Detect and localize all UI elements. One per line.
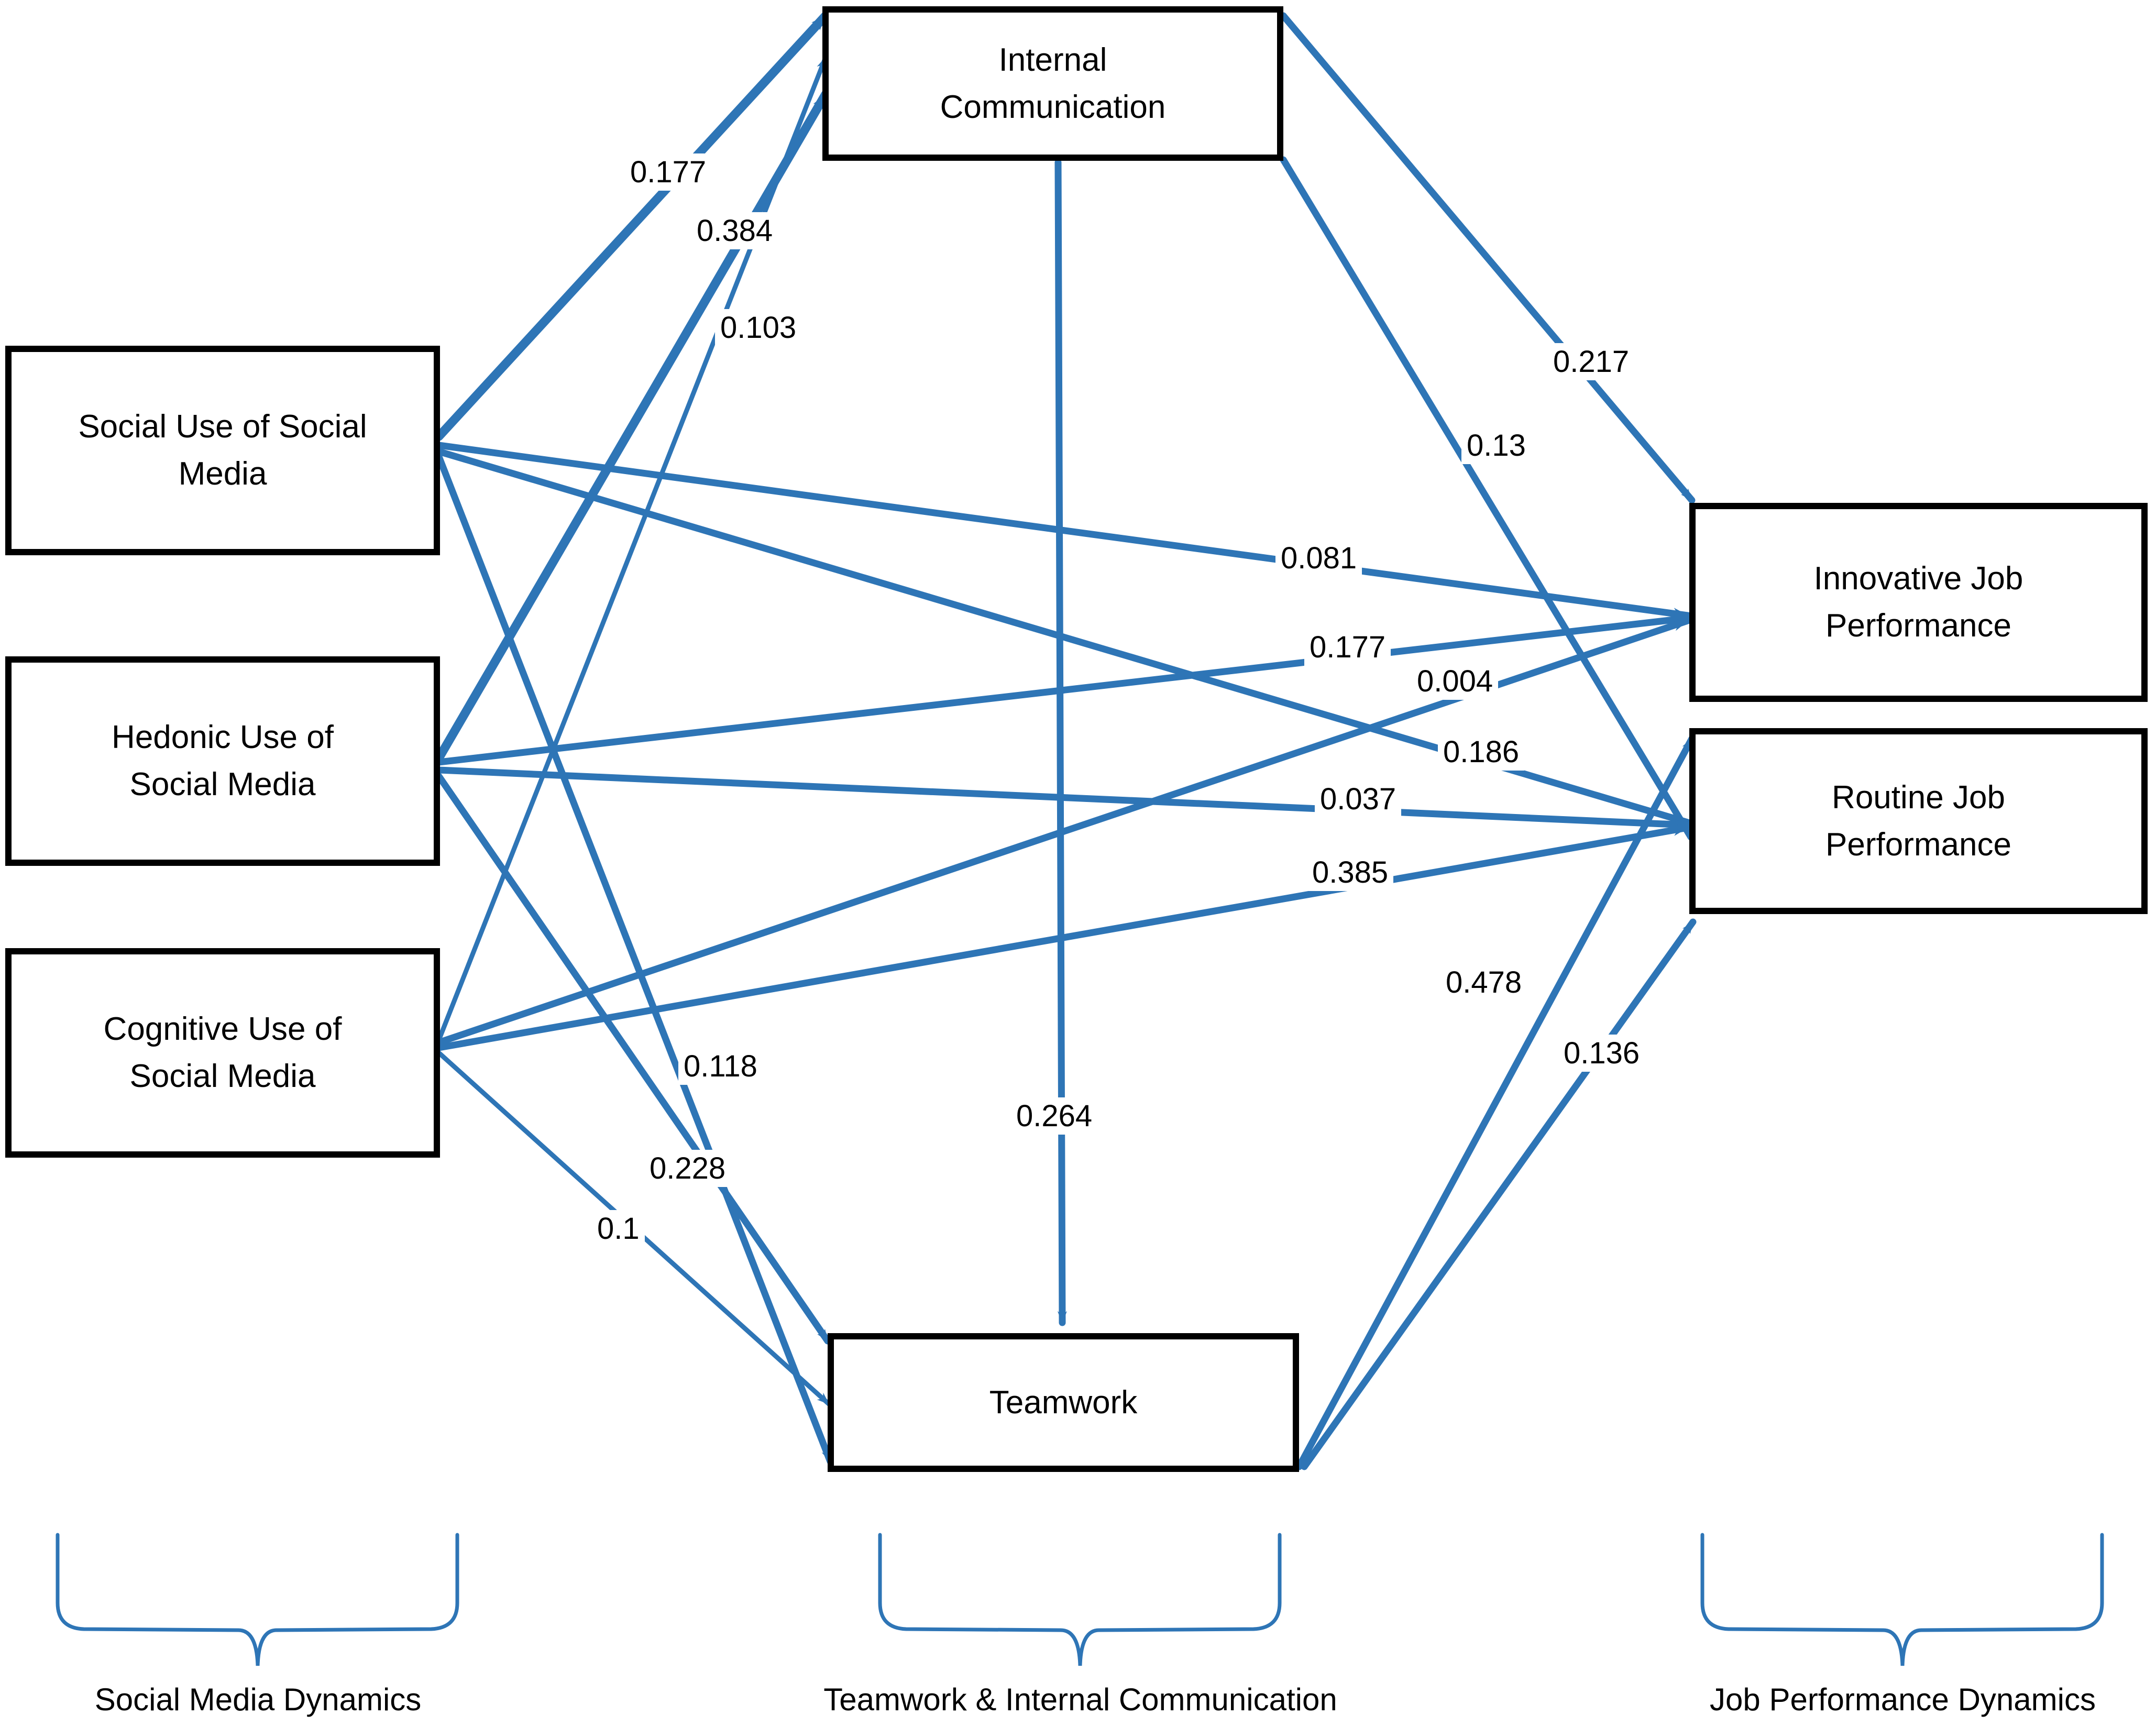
node-innovative-job-performance[interactable]: Innovative Job Performance xyxy=(1689,503,2148,702)
edge-social-to-innovative xyxy=(435,442,1691,620)
group-label-teamwork-internal-communication: Teamwork & Internal Communication xyxy=(823,1682,1337,1717)
group-label-job-performance-dynamics: Job Performance Dynamics xyxy=(1710,1682,2096,1717)
edge-teamwork-to-routine xyxy=(1301,918,1697,1470)
edge-label-hedonic-to-teamwork: 0.228 xyxy=(644,1150,731,1187)
node-internal-communication[interactable]: Internal Communication xyxy=(822,6,1283,161)
brace-job-performance-dynamics xyxy=(1700,1533,2104,1666)
edge-label-internal-communication-to-innovative: 0.217 xyxy=(1548,343,1635,380)
edge-teamwork-to-innovative xyxy=(1295,735,1696,1470)
edge-label-hedonic-to-innovative: 0.177 xyxy=(1304,629,1391,666)
edge-cognitive-to-routine xyxy=(435,824,1691,1051)
node-social-use-of-social-media[interactable]: Social Use of Social Media xyxy=(5,346,440,555)
edge-label-hedonic-to-routine: 0.037 xyxy=(1315,780,1402,818)
edge-label-social-to-innovative: 0.081 xyxy=(1275,540,1362,577)
node-routine-job-performance[interactable]: Routine Job Performance xyxy=(1689,728,2148,914)
node-teamwork[interactable]: Teamwork xyxy=(828,1333,1299,1472)
edge-social-to-teamwork xyxy=(435,453,834,1465)
brace-teamwork-internal-communication xyxy=(878,1533,1282,1666)
edge-label-teamwork-to-innovative: 0.478 xyxy=(1440,964,1527,1001)
edge-label-teamwork-to-routine: 0.136 xyxy=(1558,1035,1645,1072)
edge-internal-communication-to-routine xyxy=(1280,156,1695,841)
edge-hedonic-to-teamwork xyxy=(435,773,831,1345)
edge-hedonic-to-routine xyxy=(435,766,1691,830)
edge-label-cognitive-to-teamwork: 0.1 xyxy=(592,1210,645,1247)
edge-internal-communication-to-teamwork xyxy=(1054,159,1067,1326)
edge-label-cognitive-to-routine: 0.385 xyxy=(1307,854,1394,891)
node-label-hedonic-use: Hedonic Use of Social Media xyxy=(112,719,334,802)
node-label-innovative-job-performance: Innovative Job Performance xyxy=(1813,560,2023,644)
edge-internal-communication-to-innovative xyxy=(1280,12,1696,504)
edge-label-social-to-routine: 0.186 xyxy=(1438,733,1525,771)
edge-label-cognitive-to-innovative: 0.004 xyxy=(1412,663,1499,700)
edge-social-to-internal-communication xyxy=(434,11,830,441)
edge-label-social-to-teamwork: 0.118 xyxy=(678,1048,763,1085)
node-label-cognitive-use: Cognitive Use of Social Media xyxy=(103,1011,342,1094)
edge-label-internal-communication-to-routine: 0.13 xyxy=(1461,427,1531,464)
edge-label-hedonic-to-internal-communication: 0.384 xyxy=(691,212,778,249)
edge-label-social-to-internal-communication: 0.177 xyxy=(625,153,712,191)
group-label-social-media-dynamics: Social Media Dynamics xyxy=(94,1682,422,1717)
node-hedonic-use-of-social-media[interactable]: Hedonic Use of Social Media xyxy=(5,656,440,866)
edge-label-internal-communication-to-teamwork: 0.264 xyxy=(1011,1097,1098,1135)
edge-hedonic-to-innovative xyxy=(435,614,1691,766)
node-label-internal-communication: Internal Communication xyxy=(940,41,1166,125)
brace-social-media-dynamics xyxy=(56,1533,459,1666)
node-label-social-use: Social Use of Social Media xyxy=(78,409,367,492)
edge-hedonic-to-internal-communication xyxy=(434,90,830,763)
node-cognitive-use-of-social-media[interactable]: Cognitive Use of Social Media xyxy=(5,948,440,1158)
node-label-teamwork: Teamwork xyxy=(989,1384,1138,1421)
node-label-routine-job-performance: Routine Job Performance xyxy=(1825,779,2011,863)
edge-label-cognitive-to-internal-communication: 0.103 xyxy=(715,309,802,346)
